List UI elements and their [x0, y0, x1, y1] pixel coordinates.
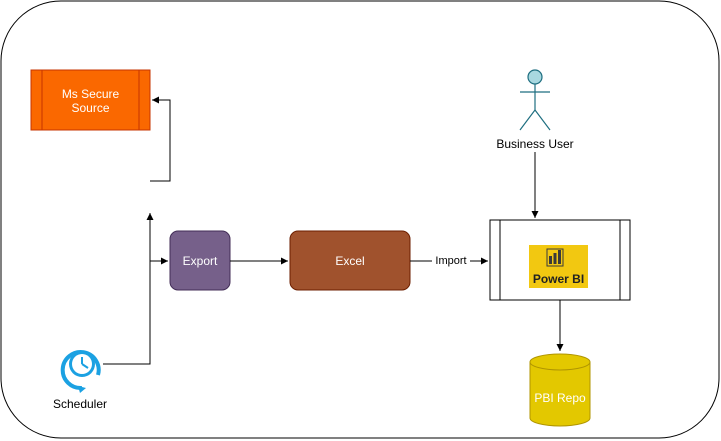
pbi-repo-label: PBI Repo — [534, 391, 586, 405]
pbi-repo-node[interactable] — [529, 353, 591, 427]
bar-chart-icon — [546, 248, 564, 267]
scheduler-label: Scheduler — [52, 397, 108, 411]
powerbi-logo — [529, 245, 588, 288]
ms-secure-source-label-line1: Ms Secure — [61, 87, 120, 101]
ms-secure-source-label-line2: Source — [71, 101, 110, 115]
excel-label: Excel — [335, 253, 365, 268]
powerbi-label: Power BI — [532, 272, 585, 286]
edge-to-ms-secure-source — [150, 96, 171, 182]
ms-secure-source-node[interactable] — [30, 69, 151, 131]
ms-secure-source-label: Ms Secure Source — [42, 86, 139, 116]
export-label: Export — [182, 253, 218, 268]
edge-scheduler-to-export — [103, 257, 168, 365]
business-user-icon — [519, 69, 551, 131]
import-edge-label: Import — [432, 254, 470, 268]
scheduler-clock-icon — [60, 350, 101, 393]
business-user-label: Business User — [496, 137, 574, 151]
